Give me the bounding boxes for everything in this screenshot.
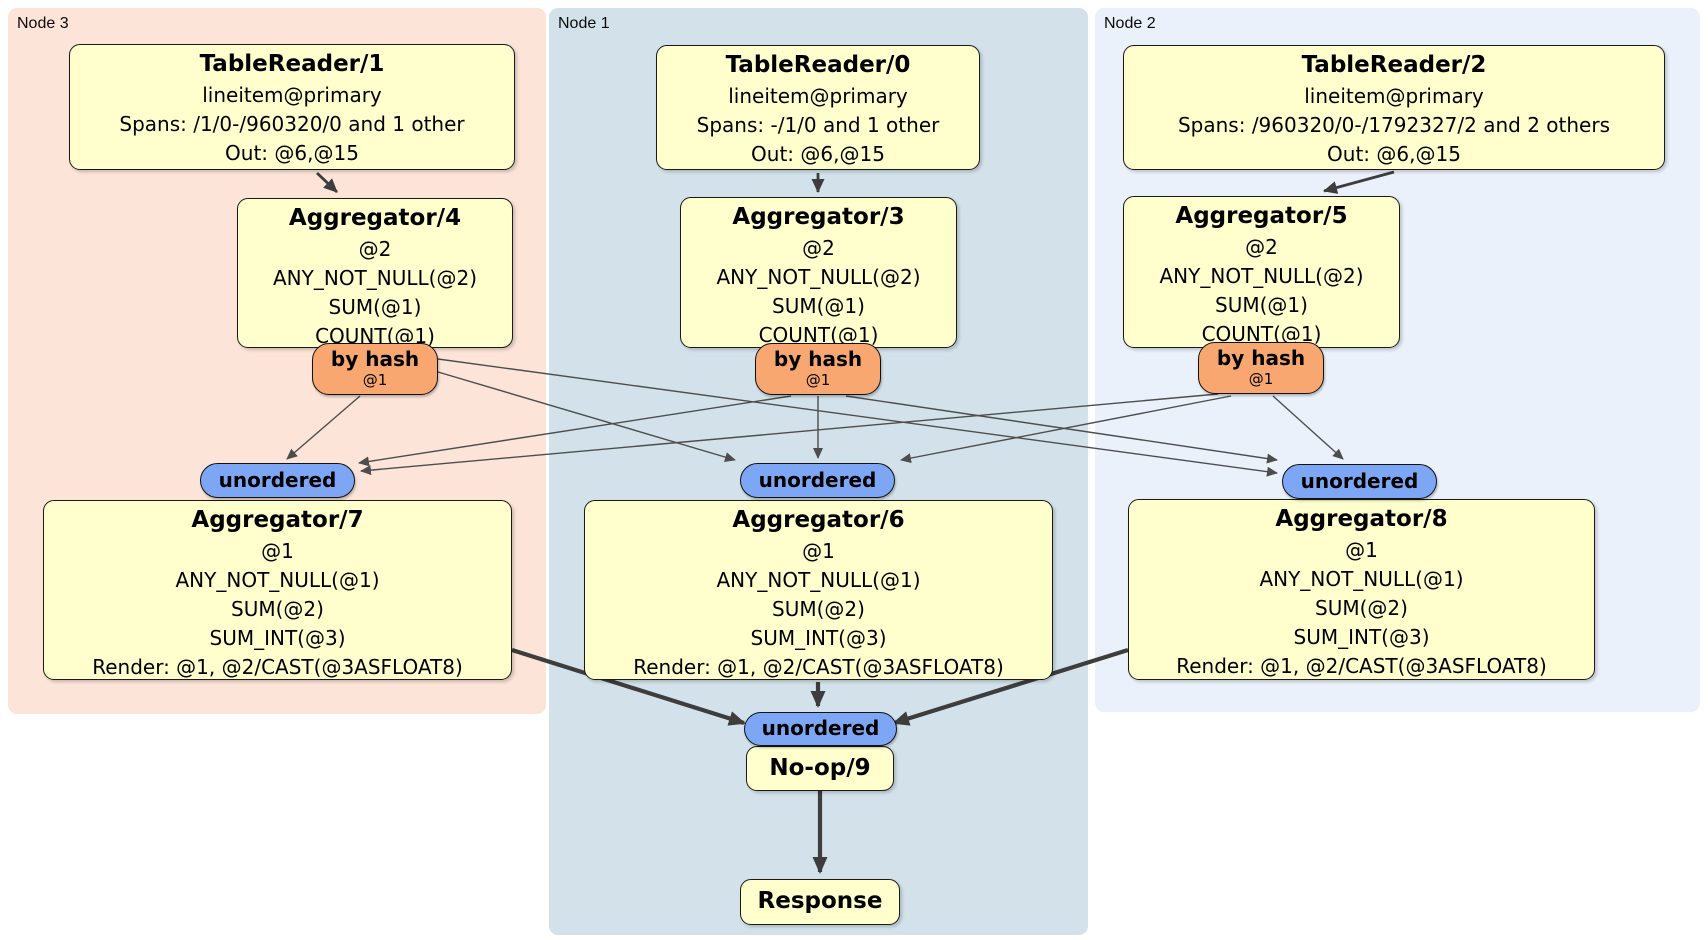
by-hash-column: @1 bbox=[1248, 370, 1274, 388]
aggregator-8-box: Aggregator/8 @1 ANY_NOT_NULL(@1) SUM(@2)… bbox=[1128, 499, 1595, 680]
aggregator-3-group: @2 bbox=[802, 236, 835, 260]
aggregator-8-title: Aggregator/8 bbox=[1275, 506, 1448, 532]
tablereader-0-index: lineitem@primary bbox=[728, 84, 908, 108]
by-hash-label: by hash bbox=[773, 347, 863, 371]
aggregator-8-fn1: ANY_NOT_NULL(@1) bbox=[1259, 567, 1464, 591]
aggregator-7-group: @1 bbox=[261, 539, 294, 563]
aggregator-5-box: Aggregator/5 @2 ANY_NOT_NULL(@2) SUM(@1)… bbox=[1123, 196, 1400, 348]
tablereader-2-title: TableReader/2 bbox=[1301, 52, 1487, 78]
node1-region-label: Node 1 bbox=[558, 15, 610, 32]
tablereader-1-index: lineitem@primary bbox=[202, 83, 382, 107]
aggregator-7-render: Render: @1, @2/CAST(@3ASFLOAT8) bbox=[92, 655, 463, 679]
aggregator-8-group: @1 bbox=[1345, 538, 1378, 562]
tablereader-1-title: TableReader/1 bbox=[199, 51, 385, 77]
aggregator-3-fn2: SUM(@1) bbox=[772, 294, 865, 318]
tablereader-0-out: Out: @6,@15 bbox=[751, 142, 885, 166]
aggregator-8-fn3: SUM_INT(@3) bbox=[1293, 625, 1430, 649]
tablereader-0-title: TableReader/0 bbox=[725, 52, 911, 78]
aggregator-6-title: Aggregator/6 bbox=[732, 507, 905, 533]
tablereader-2-box: TableReader/2 lineitem@primary Spans: /9… bbox=[1123, 45, 1665, 170]
by-hash-column: @1 bbox=[362, 371, 388, 389]
aggregator-5-fn2: SUM(@1) bbox=[1215, 293, 1308, 317]
by-hash-router-agg4: by hash @1 bbox=[312, 343, 438, 395]
aggregator-6-fn2: SUM(@2) bbox=[772, 597, 865, 621]
aggregator-7-fn1: ANY_NOT_NULL(@1) bbox=[175, 568, 380, 592]
aggregator-6-box: Aggregator/6 @1 ANY_NOT_NULL(@1) SUM(@2)… bbox=[584, 500, 1053, 680]
response-title: Response bbox=[757, 888, 883, 914]
aggregator-8-fn2: SUM(@2) bbox=[1315, 596, 1408, 620]
aggregator-6-fn3: SUM_INT(@3) bbox=[750, 626, 887, 650]
tablereader-0-spans: Spans: -/1/0 and 1 other bbox=[696, 113, 940, 137]
by-hash-router-agg3: by hash @1 bbox=[755, 343, 881, 395]
aggregator-5-fn1: ANY_NOT_NULL(@2) bbox=[1159, 264, 1364, 288]
aggregator-4-fn1: ANY_NOT_NULL(@2) bbox=[273, 266, 477, 290]
aggregator-5-group: @2 bbox=[1245, 235, 1278, 259]
unordered-sync-agg6: unordered bbox=[740, 463, 895, 498]
by-hash-label: by hash bbox=[1216, 346, 1306, 370]
tablereader-1-spans: Spans: /1/0-/960320/0 and 1 other bbox=[119, 112, 465, 136]
noop-9-title: No-op/9 bbox=[769, 755, 871, 781]
aggregator-4-fn2: SUM(@1) bbox=[328, 295, 422, 319]
aggregator-7-fn3: SUM_INT(@3) bbox=[209, 626, 346, 650]
aggregator-7-fn2: SUM(@2) bbox=[231, 597, 324, 621]
aggregator-7-box: Aggregator/7 @1 ANY_NOT_NULL(@1) SUM(@2)… bbox=[43, 500, 512, 680]
aggregator-3-title: Aggregator/3 bbox=[732, 204, 905, 230]
by-hash-router-agg5: by hash @1 bbox=[1198, 342, 1324, 394]
tablereader-2-index: lineitem@primary bbox=[1304, 84, 1484, 108]
by-hash-column: @1 bbox=[805, 371, 831, 389]
response-box: Response bbox=[740, 879, 900, 925]
aggregator-5-title: Aggregator/5 bbox=[1175, 203, 1348, 229]
node3-region-label: Node 3 bbox=[17, 15, 69, 32]
aggregator-6-render: Render: @1, @2/CAST(@3ASFLOAT8) bbox=[633, 655, 1004, 679]
aggregator-7-title: Aggregator/7 bbox=[191, 507, 364, 533]
tablereader-1-box: TableReader/1 lineitem@primary Spans: /1… bbox=[69, 44, 515, 170]
unordered-sync-noop: unordered bbox=[744, 712, 897, 746]
node2-region-label: Node 2 bbox=[1104, 15, 1156, 32]
tablereader-0-box: TableReader/0 lineitem@primary Spans: -/… bbox=[656, 45, 980, 170]
tablereader-2-spans: Spans: /960320/0-/1792327/2 and 2 others bbox=[1177, 113, 1610, 137]
aggregator-6-fn1: ANY_NOT_NULL(@1) bbox=[716, 568, 921, 592]
aggregator-3-fn1: ANY_NOT_NULL(@2) bbox=[716, 265, 921, 289]
tablereader-2-out: Out: @6,@15 bbox=[1327, 142, 1461, 166]
aggregator-6-group: @1 bbox=[802, 539, 835, 563]
unordered-sync-agg8: unordered bbox=[1282, 464, 1437, 499]
unordered-sync-agg7: unordered bbox=[200, 463, 355, 498]
aggregator-4-title: Aggregator/4 bbox=[288, 205, 462, 231]
aggregator-4-group: @2 bbox=[358, 237, 392, 261]
aggregator-8-render: Render: @1, @2/CAST(@3ASFLOAT8) bbox=[1176, 654, 1547, 678]
by-hash-label: by hash bbox=[330, 347, 420, 371]
tablereader-1-out: Out: @6,@15 bbox=[225, 141, 359, 165]
aggregator-3-box: Aggregator/3 @2 ANY_NOT_NULL(@2) SUM(@1)… bbox=[680, 197, 957, 348]
aggregator-4-box: Aggregator/4 @2 ANY_NOT_NULL(@2) SUM(@1)… bbox=[237, 198, 513, 348]
noop-9-box: No-op/9 bbox=[746, 746, 894, 791]
